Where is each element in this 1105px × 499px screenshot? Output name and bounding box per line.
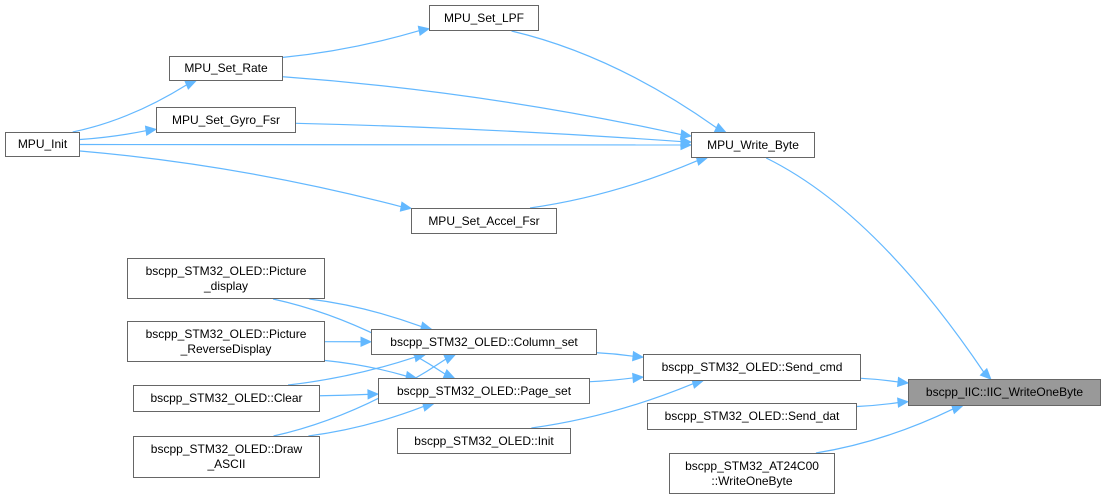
- arrowhead-icon: [632, 372, 645, 384]
- arrowhead-icon: [360, 336, 373, 348]
- arrowhead-icon: [950, 404, 964, 415]
- edge-mpu_set_rate-to-mpu_write_byte: [282, 76, 682, 136]
- node-label-line1: bscpp_STM32_OLED::Draw: [150, 442, 303, 456]
- node-label: MPU_Init: [17, 137, 68, 151]
- arrowhead-icon: [897, 397, 910, 408]
- arrowhead-icon: [144, 125, 158, 136]
- node-oled-picture-reverse-display[interactable]: bscpp_STM32_OLED::Picture _ReverseDispla…: [127, 321, 325, 362]
- arrowhead-icon: [680, 136, 693, 147]
- arrowhead-icon: [367, 389, 380, 400]
- node-label-line2: _ReverseDisplay: [180, 341, 272, 356]
- node-mpu-write-byte[interactable]: MPU_Write_Byte: [691, 132, 815, 158]
- arrowhead-icon: [713, 122, 727, 133]
- node-label: MPU_Set_Accel_Fsr: [428, 213, 540, 228]
- node-label: MPU_Write_Byte: [707, 137, 799, 152]
- node-mpu-set-accel-fsr[interactable]: MPU_Set_Accel_Fsr: [411, 208, 557, 234]
- node-label: MPU_Set_Rate: [184, 61, 268, 75]
- edge-mpu_init-to-mpu_set_accel_fsr: [79, 150, 402, 208]
- node-label: MPU_Set_LPF: [443, 10, 525, 25]
- arrowhead-icon: [897, 376, 910, 388]
- node-oled-send-dat[interactable]: bscpp_STM32_OLED::Send_dat: [647, 403, 857, 430]
- edge-oled_clear-to-oled_column_set: [287, 356, 416, 386]
- node-mpu-set-lpf[interactable]: MPU_Set_LPF: [429, 5, 539, 31]
- edge-mpu_set_lpf-to-mpu_write_byte: [511, 30, 717, 129]
- arrowhead-icon: [632, 350, 645, 362]
- arrowhead-icon: [443, 354, 457, 365]
- edge-mpu_init-to-mpu_set_gyro_fsr: [79, 130, 147, 141]
- node-label: MPU_Set_Gyro_Fsr: [171, 112, 281, 127]
- node-label: bscpp_STM32_OLED::Send_dat: [664, 409, 840, 423]
- edge-oled_picture_display-to-oled_column_set: [309, 298, 422, 328]
- edge-at24c00_write_one_byte-to-iic_write_one_byte: [815, 408, 954, 454]
- node-label: bscpp_STM32_OLED::Send_cmd: [661, 360, 843, 374]
- arrowhead-icon: [442, 368, 456, 379]
- node-iic-write-one-byte[interactable]: bscpp_IIC::IIC_WriteOneByte: [908, 379, 1101, 406]
- node-label-line1: bscpp_STM32_OLED::Picture: [145, 263, 307, 278]
- node-label: bscpp_STM32_OLED::Clear: [150, 391, 303, 405]
- node-label-line2: _display: [203, 278, 249, 293]
- node-mpu-init[interactable]: MPU_Init: [5, 132, 80, 157]
- arrowhead-icon: [417, 25, 431, 36]
- node-oled-column-set[interactable]: bscpp_STM32_OLED::Column_set: [371, 329, 597, 355]
- edge-mpu_set_rate-to-mpu_set_lpf: [282, 30, 420, 58]
- node-oled-clear[interactable]: bscpp_STM32_OLED::Clear: [133, 385, 320, 412]
- edge-mpu_init-to-mpu_set_rate: [72, 84, 187, 133]
- edge-oled_picture_display-to-oled_page_set: [272, 298, 446, 375]
- edge-oled_picture_reverse-to-oled_page_set: [324, 359, 407, 377]
- arrowhead-icon: [979, 367, 992, 380]
- edge-oled_column_set-to-oled_send_cmd: [596, 352, 634, 357]
- edge-mpu_write_byte-to-iic_write_one_byte: [765, 157, 985, 373]
- node-label-line1: bscpp_STM32_AT24C00: [685, 458, 819, 473]
- arrowhead-icon: [184, 80, 197, 90]
- edge-oled_draw_ascii-to-oled_page_set: [308, 405, 424, 437]
- node-label-line1: bscpp_STM32_OLED::Picture: [145, 326, 307, 341]
- node-at24c00-write-one-byte[interactable]: bscpp_STM32_AT24C00 ::WriteOneByte: [669, 453, 835, 494]
- edge-oled_clear-to-oled_page_set: [319, 393, 369, 397]
- node-label: bscpp_IIC::IIC_WriteOneByte: [925, 385, 1084, 399]
- arrowhead-icon: [399, 201, 413, 212]
- edge-oled_init-to-oled_send_cmd: [531, 383, 694, 429]
- node-label: bscpp_STM32_OLED::Column_set: [390, 334, 578, 349]
- node-label: bscpp_STM32_OLED::Page_set: [396, 383, 572, 398]
- node-oled-draw-ascii[interactable]: bscpp_STM32_OLED::Draw _ASCII: [133, 436, 320, 478]
- node-oled-page-set[interactable]: bscpp_STM32_OLED::Page_set: [378, 378, 590, 404]
- edge-mpu_set_gyro_fsr-to-mpu_write_byte: [295, 122, 682, 143]
- node-oled-init[interactable]: bscpp_STM32_OLED::Init: [397, 428, 571, 454]
- arrowhead-icon: [679, 129, 693, 140]
- node-mpu-set-gyro-fsr[interactable]: MPU_Set_Gyro_Fsr: [156, 107, 296, 133]
- node-oled-picture-display[interactable]: bscpp_STM32_OLED::Picture _display: [127, 258, 325, 299]
- node-oled-send-cmd[interactable]: bscpp_STM32_OLED::Send_cmd: [643, 354, 861, 381]
- node-label-line2: _ASCII: [207, 457, 246, 471]
- edge-oled_send_cmd-to-iic_write_one_byte: [860, 377, 899, 383]
- edge-oled_send_dat-to-iic_write_one_byte: [856, 402, 899, 408]
- edge-mpu_set_accel_fsr-to-mpu_write_byte: [529, 160, 698, 209]
- node-mpu-set-rate[interactable]: MPU_Set_Rate: [169, 56, 283, 81]
- edge-oled_page_set-to-oled_send_cmd: [589, 377, 634, 383]
- node-label-line2: ::WriteOneByte: [711, 473, 793, 488]
- node-label: bscpp_STM32_OLED::Init: [414, 433, 554, 448]
- edge-oled_draw_ascii-to-oled_column_set: [273, 358, 447, 437]
